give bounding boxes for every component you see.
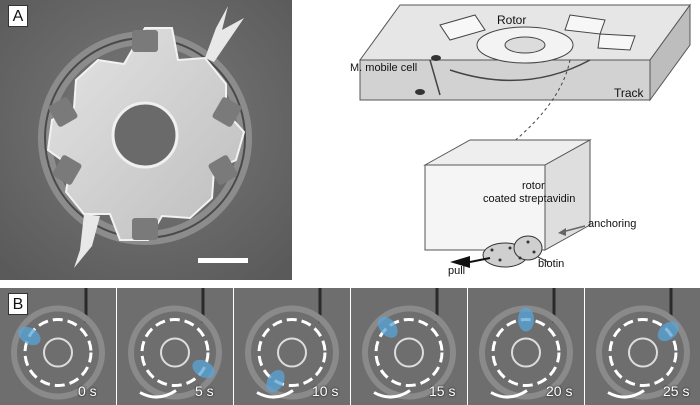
rotation-arrow [373,389,411,399]
timelapse-frame [351,288,467,405]
cell-label-suffix: cell [397,62,418,74]
cell-label-species: M. mobile [350,62,398,74]
anchoring-label: anchoring [588,218,637,230]
timelapse-frame [468,288,584,405]
frame-time-label: 25 s [663,383,690,399]
rotor-tip-top [205,6,244,62]
frame-time-label: 5 s [195,383,214,399]
frame-time-label: 20 s [546,383,573,399]
rotor-coating-line1: rotor [522,180,545,192]
pull-arrow [450,256,470,268]
cell-label: M. mobile cell [350,62,417,74]
timelapse-frame [0,288,116,405]
sem-image [0,0,292,280]
timelapse-frame [234,288,350,405]
panel-a-label: A [8,5,28,27]
scale-bar [198,258,248,263]
rotor-label: Rotor [497,13,527,27]
rotor [46,27,246,241]
biotin-label: biotin [538,258,565,270]
rotation-arrow [607,389,645,399]
rotation-arrow [139,389,177,399]
track-label: Track [614,86,644,100]
frame-time-label: 0 s [78,383,97,399]
rotor-coating-line2: coated streptavidin [483,193,576,205]
pull-label: pull [448,265,466,277]
timelapse-strip: 0 s 5 s 10 s 15 s 20 s 25 s [0,288,700,405]
device-schematic [359,3,691,268]
frame-time-label: 15 s [429,383,456,399]
rotation-arrow [490,389,528,399]
anchoring-arrow [558,228,566,236]
frame-time-label: 10 s [312,383,339,399]
rotation-arrow [256,389,294,399]
panel-b-label: B [8,293,28,315]
timelapse-frame [585,288,700,405]
bacterium [482,235,543,268]
rotor-tip-bottom [74,214,100,268]
timelapse-frame [117,288,233,405]
